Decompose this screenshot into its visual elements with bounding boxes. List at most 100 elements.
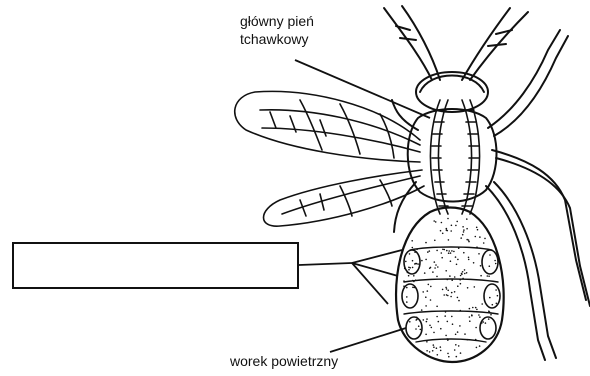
stipple-dot — [434, 267, 436, 269]
stipple-dot — [447, 279, 449, 281]
stipple-dot — [406, 296, 408, 298]
stipple-dot — [457, 259, 459, 261]
stipple-dot — [495, 263, 497, 265]
stipple-dot — [412, 267, 414, 269]
stipple-dot — [445, 270, 447, 272]
stipple-dot — [440, 346, 442, 348]
stipple-dot — [444, 249, 446, 251]
stipple-dot — [469, 308, 471, 310]
stipple-dot — [428, 284, 430, 286]
stipple-dot — [476, 227, 478, 229]
pointer-box-4 — [352, 263, 388, 304]
stipple-dot — [475, 339, 477, 341]
stipple-dot — [466, 218, 468, 220]
label-main-trunk-line2: tchawkowy — [240, 31, 308, 47]
stipple-dot — [466, 272, 468, 274]
stipple-dot — [448, 356, 450, 358]
pointer-box-1 — [299, 263, 352, 265]
stipple-dot — [463, 229, 465, 231]
stipple-dot — [408, 267, 410, 269]
stipple-dot — [447, 290, 449, 292]
stipple-dot — [484, 238, 486, 240]
stipple-dot — [422, 291, 424, 293]
stipple-dot — [460, 275, 462, 277]
stipple-dot — [475, 327, 477, 329]
stipple-dot — [464, 333, 466, 335]
stipple-dot — [425, 305, 427, 307]
stipple-dot — [437, 354, 439, 356]
stipple-dot — [417, 263, 419, 265]
label-main-trunk-line1: główny pień — [240, 13, 314, 29]
stipple-dot — [450, 296, 452, 298]
stipple-dot — [462, 226, 464, 228]
stipple-dot — [463, 252, 465, 254]
stipple-dot — [408, 269, 410, 271]
stipple-dot — [416, 263, 418, 265]
stipple-dot — [440, 328, 442, 330]
stipple-dot — [445, 287, 447, 289]
stipple-dot — [473, 262, 475, 264]
stipple-dot — [412, 260, 414, 262]
stipple-dot — [497, 295, 499, 297]
lower-wing — [264, 170, 425, 226]
stipple-dot — [496, 303, 498, 305]
stipple-dot — [490, 312, 492, 314]
stipple-dot — [446, 288, 448, 290]
stipple-dot — [454, 291, 456, 293]
stipple-dot — [455, 334, 457, 336]
stipple-dot — [488, 310, 490, 312]
stipple-dot — [487, 275, 489, 277]
stipple-dot — [489, 265, 491, 267]
stipple-dot — [452, 323, 454, 325]
stipple-dot — [456, 264, 458, 266]
answer-box[interactable] — [12, 242, 299, 289]
stipple-dot — [462, 278, 464, 280]
stipple-dot — [468, 259, 470, 261]
stipple-dot — [414, 263, 416, 265]
stipple-dot — [458, 345, 460, 347]
stipple-dot — [455, 344, 457, 346]
stipple-dot — [429, 325, 431, 327]
stipple-dot — [464, 273, 466, 275]
label-air-sac: worek powietrzny — [229, 353, 338, 369]
stipple-dot — [451, 225, 453, 227]
stipple-dot — [433, 346, 435, 348]
pointer-air-sac — [330, 328, 406, 352]
stipple-dot — [467, 339, 469, 341]
stipple-dot — [412, 287, 414, 289]
stipple-dot — [459, 279, 461, 281]
stipple-dot — [436, 250, 438, 252]
stipple-dot — [411, 240, 413, 242]
stipple-dot — [472, 307, 474, 309]
stipple-dot — [456, 356, 458, 358]
pointer-box-2 — [352, 250, 402, 263]
stipple-dot — [451, 279, 453, 281]
stipple-dot — [469, 316, 471, 318]
antennae — [384, 6, 528, 80]
stipple-dot — [421, 260, 423, 262]
stipple-dot — [431, 327, 433, 329]
stipple-dot — [446, 250, 448, 252]
stipple-dot — [427, 290, 429, 292]
stipple-dot — [454, 349, 456, 351]
stipple-dot — [477, 229, 479, 231]
stipple-dot — [447, 321, 449, 323]
stipple-dot — [405, 261, 407, 263]
stipple-dot — [423, 319, 425, 321]
stipple-dot — [488, 318, 490, 320]
stipple-dot — [412, 280, 414, 282]
stipple-dot — [430, 267, 432, 269]
stipple-dot — [441, 222, 443, 224]
stipple-dot — [479, 345, 481, 347]
stipple-dot — [468, 257, 470, 259]
stipple-dot — [453, 251, 455, 253]
stipple-dot — [460, 283, 462, 285]
stipple-dot — [442, 249, 444, 251]
stipple-dot — [495, 289, 497, 291]
pointer-main-trunk — [295, 60, 430, 118]
stipple-dot — [436, 316, 438, 318]
stipple-dot — [471, 314, 473, 316]
stipple-dot — [420, 329, 422, 331]
